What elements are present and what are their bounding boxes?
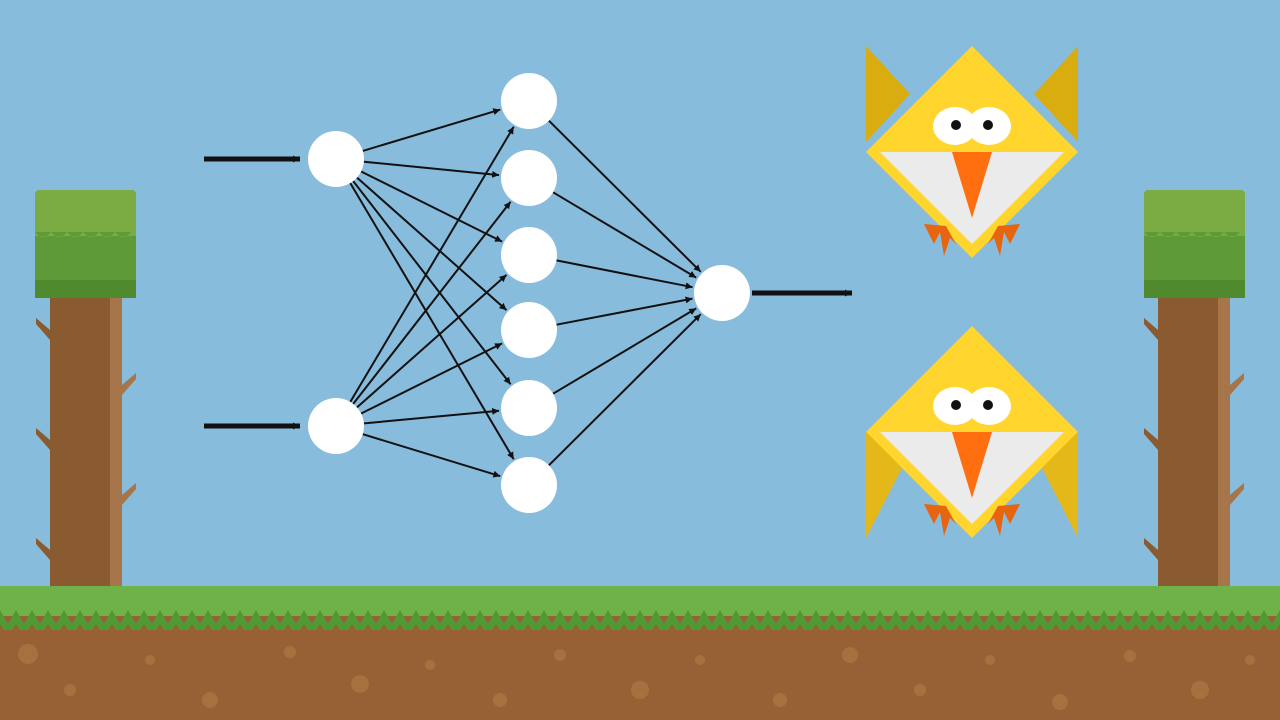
dirt-spot [351, 675, 369, 693]
left-foot [924, 504, 956, 536]
dirt-spot [554, 649, 566, 661]
dirt-spot [695, 655, 705, 665]
left-eye-icon [951, 120, 961, 130]
dirt-spot [1052, 694, 1068, 710]
connection-arrow [362, 433, 501, 478]
dirt-spot [493, 693, 507, 707]
dirt-spot [1191, 681, 1209, 699]
left-wing [866, 46, 910, 142]
hidden-neuron-icon [501, 150, 557, 206]
connection-arrow [360, 342, 503, 415]
output-neuron-icon [694, 265, 750, 321]
connection-arrow [548, 313, 702, 467]
dirt-spot [64, 684, 76, 696]
dirt-spot [1124, 650, 1136, 662]
hidden-neuron-icon [501, 227, 557, 283]
connection-arrow [556, 259, 693, 290]
hidden-neuron-icon [501, 302, 557, 358]
io-arrows [204, 155, 852, 430]
connection-arrow [356, 176, 508, 311]
dirt-spot [202, 692, 218, 708]
dirt-spot [18, 644, 38, 664]
dirt-spot [284, 646, 296, 658]
beak-icon [952, 152, 992, 218]
connection-arrow [556, 296, 693, 326]
connection-arrow [363, 407, 500, 425]
left-foot [924, 224, 956, 256]
dirt-spot [631, 681, 649, 699]
network-connections [349, 108, 702, 478]
right-wing [1034, 46, 1078, 142]
connection-arrow [363, 160, 500, 178]
dirt-spot [773, 693, 787, 707]
input-neuron-icon [308, 131, 364, 187]
left-tree-icon [35, 190, 136, 590]
connection-arrow [552, 191, 697, 279]
connection-arrow [352, 180, 512, 385]
hidden-neuron-icon [501, 380, 557, 436]
bird-icon [866, 46, 1078, 258]
ground [0, 586, 1280, 720]
bird-icon [866, 326, 1078, 538]
right-eye-icon [983, 120, 993, 130]
dirt-spot [914, 684, 926, 696]
dirt-spot [985, 655, 995, 665]
dirt-spot [425, 660, 435, 670]
connection-arrow [356, 274, 508, 409]
connection-arrow [362, 108, 501, 152]
connection-arrow [352, 201, 512, 405]
left-eye-icon [951, 400, 961, 410]
right-foot [988, 504, 1020, 536]
right-foot [988, 224, 1020, 256]
dirt-spot [145, 655, 155, 665]
connection-arrow [349, 182, 515, 460]
input-neuron-icon [308, 398, 364, 454]
right-tree-icon [1144, 190, 1245, 590]
beak-icon [952, 432, 992, 498]
right-eye-icon [983, 400, 993, 410]
hidden-neuron-icon [501, 73, 557, 129]
dirt-spot [842, 647, 858, 663]
dirt-spot [1245, 655, 1255, 665]
right-wing-front [1042, 432, 1078, 538]
hidden-neuron-icon [501, 457, 557, 513]
connection-arrow [360, 170, 503, 243]
left-wing-front [866, 432, 902, 538]
connection-arrow [548, 119, 702, 273]
connection-arrow [349, 126, 515, 403]
connection-arrow [552, 307, 697, 395]
network-neurons [308, 73, 750, 513]
